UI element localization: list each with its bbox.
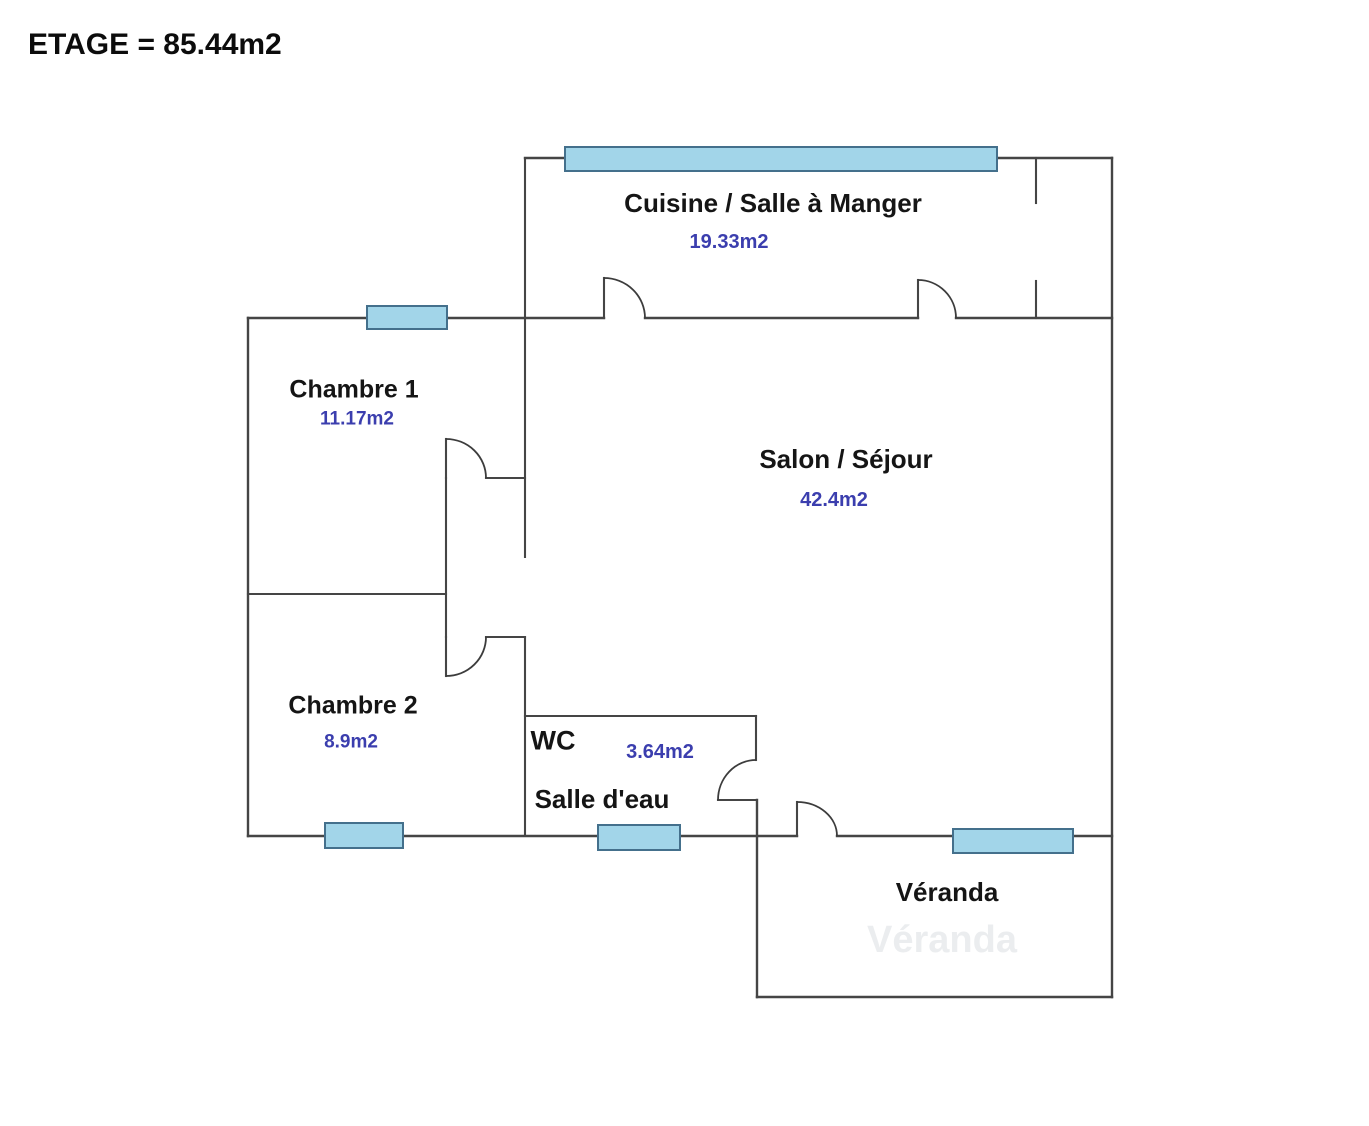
window-chambre2 [324,822,404,849]
room-area-chambre1: 11.17m2 [320,408,394,430]
room-area-salon: 42.4m2 [800,489,868,511]
page-title: ETAGE = 85.44m2 [28,28,282,61]
room-label-chambre2: Chambre 2 [288,691,418,720]
room-area-cuisine: 19.33m2 [689,231,769,253]
veranda-watermark: Véranda [867,919,1017,961]
room-area-chambre2: 8.9m2 [324,731,378,753]
door-arc-cuisine-left [603,277,646,319]
window-salle-eau [597,824,681,851]
window-chambre1 [366,305,448,330]
room-label-wc: WC [530,725,576,756]
door-arc-chambre2 [445,636,487,677]
window-cuisine [564,146,998,172]
door-arc-wc [717,759,757,801]
room-label-salle-eau: Salle d'eau [534,784,670,814]
room-label-salon: Salon / Séjour [759,444,933,474]
room-label-veranda: Véranda [895,877,999,907]
door-arc-chambre1 [445,438,487,479]
door-arc-cuisine-right [917,279,957,319]
window-veranda [952,828,1074,854]
room-label-cuisine: Cuisine / Salle à Manger [624,188,922,218]
door-arc-veranda [796,801,838,837]
room-label-chambre1: Chambre 1 [289,375,419,404]
room-area-wc: 3.64m2 [626,741,694,763]
